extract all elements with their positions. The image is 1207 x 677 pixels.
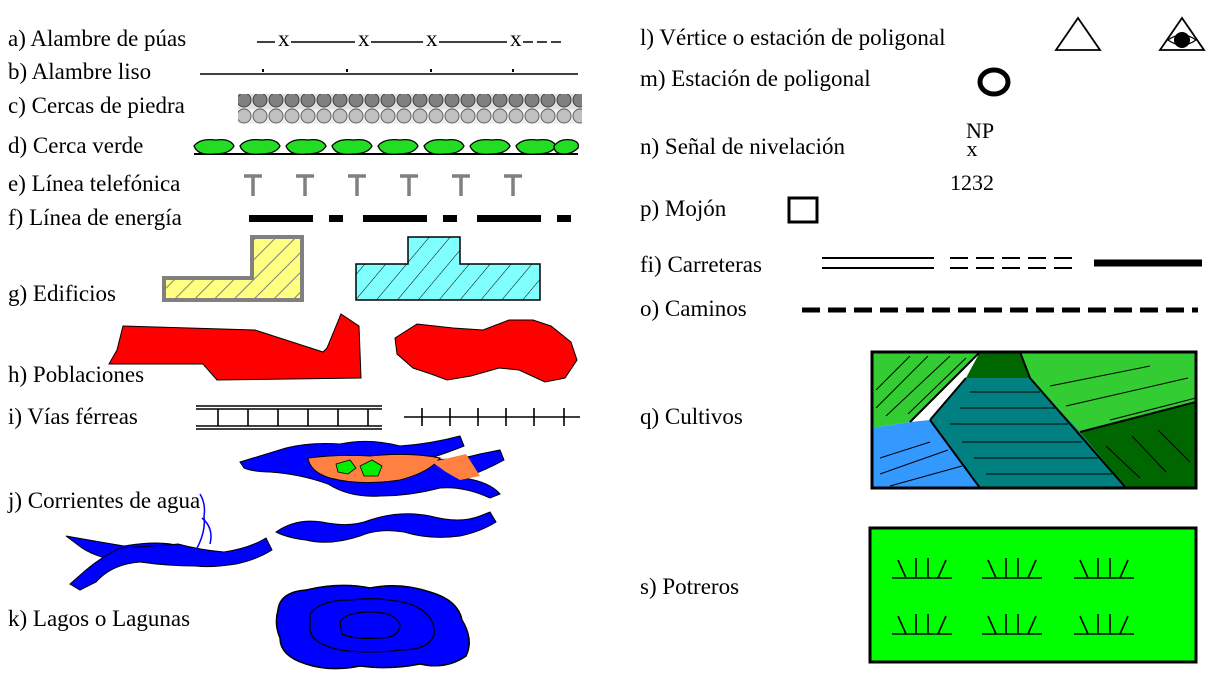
lakes-symbol — [275, 584, 470, 670]
barb-mark: x — [278, 26, 290, 51]
label-highways: fi) Carreteras — [640, 252, 762, 277]
barbed-wire-symbol — [257, 41, 561, 43]
barb-mark: x — [426, 26, 438, 51]
buildings-symbol — [162, 235, 541, 302]
power-line-symbol — [249, 215, 571, 222]
label-pastures: s) Potreros — [640, 574, 740, 599]
label-crops: q) Cultivos — [640, 404, 743, 429]
label-streams: j) Corrientes de agua — [8, 488, 201, 513]
label-traverse-station: m) Estación de poligonal — [640, 66, 871, 91]
stone-fence-symbol — [238, 94, 582, 124]
label-leveling-mark: n) Señal de nivelación — [640, 134, 846, 159]
roads-symbol — [802, 307, 1198, 313]
highways-symbol — [822, 257, 1202, 269]
label-buildings: g) Edificios — [8, 281, 116, 306]
label-boundary-marker: p) Mojón — [640, 196, 727, 221]
label-railways: i) Vías férreas — [8, 404, 138, 429]
pastures-symbol — [868, 526, 1198, 664]
label-smooth-wire: b) Alambre liso — [8, 59, 152, 84]
crops-symbol — [870, 350, 1198, 490]
label-towns: h) Poblaciones — [8, 362, 145, 387]
boundary-marker-symbol — [787, 196, 819, 224]
railways-symbol — [196, 405, 580, 430]
label-roads: o) Caminos — [640, 296, 747, 321]
towns-symbol — [108, 313, 578, 383]
label-stone-fence: c) Cercas de piedra — [8, 93, 185, 118]
barb-mark: x — [510, 26, 522, 51]
green-fence-symbol — [193, 138, 580, 155]
label-green-fence: d) Cerca verde — [8, 133, 144, 158]
leveling-x-mark: x — [966, 136, 978, 161]
leveling-elevation-text: 1232 — [950, 170, 994, 195]
barb-mark: x — [358, 26, 370, 51]
leveling-np-text: NP — [965, 118, 995, 143]
telephone-line-symbol — [244, 174, 522, 196]
traverse-vertex-symbol — [1054, 16, 1206, 51]
label-traverse-vertex: l) Vértice o estación de poligonal — [640, 25, 946, 50]
label-barbed-wire: a) Alambre de púas — [8, 26, 187, 51]
smooth-wire-symbol — [200, 69, 578, 75]
traverse-station-symbol — [977, 67, 1011, 97]
label-power-line: f) Línea de energía — [8, 205, 182, 230]
label-lakes: k) Lagos o Lagunas — [8, 606, 191, 631]
label-telephone-line: e) Línea telefónica — [8, 171, 181, 196]
streams-symbol — [65, 435, 505, 591]
